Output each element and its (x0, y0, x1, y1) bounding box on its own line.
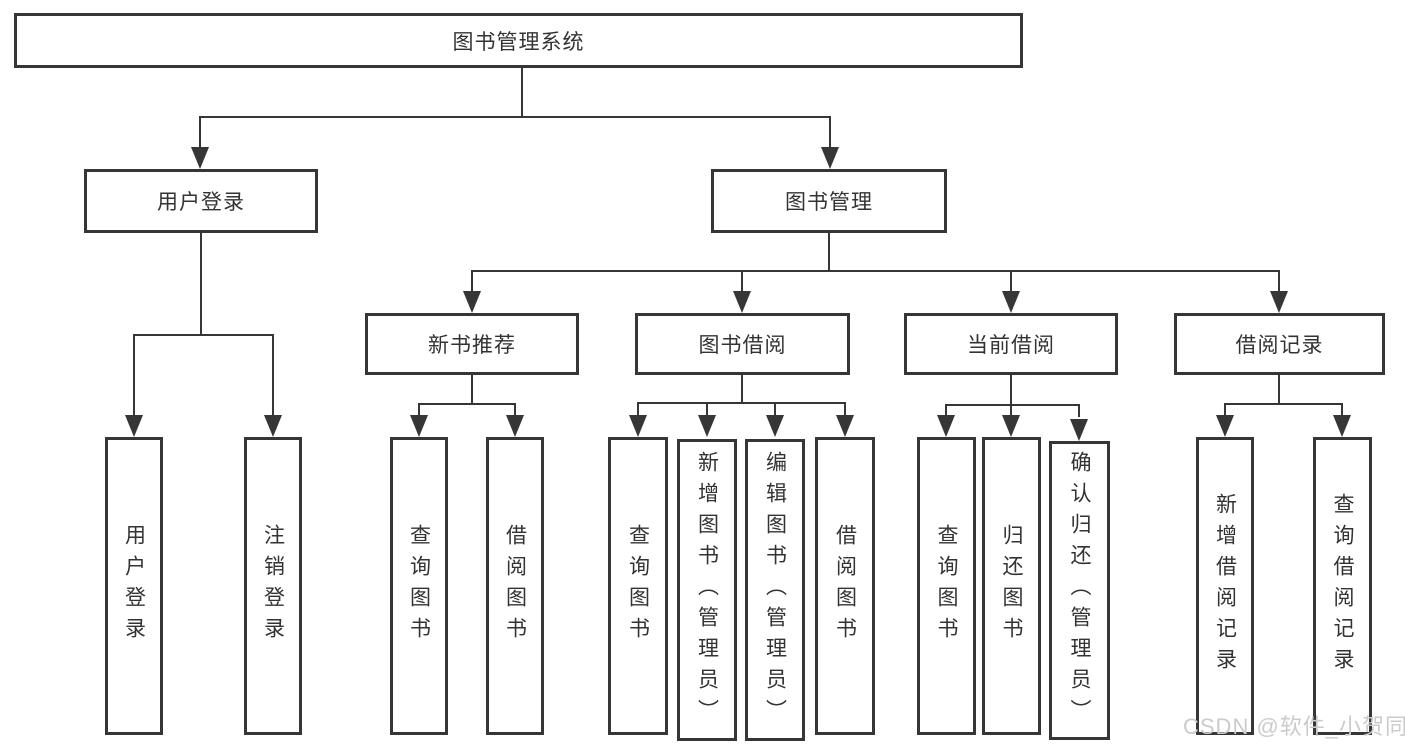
arrow-down-icon (191, 147, 209, 169)
connector-borrow-bar (637, 402, 846, 404)
connector-drop (945, 404, 947, 417)
connector-drop (1224, 403, 1226, 417)
csdn-watermark: CSDN @软件_小贺同学 (1183, 714, 1405, 739)
connector-records-stub (1278, 375, 1280, 405)
arrow-down-icon (1070, 419, 1088, 441)
node-label: 新增借阅记录 (1213, 493, 1237, 679)
node-book-borrow: 图书借阅 (635, 313, 850, 375)
arrow-down-icon (1216, 415, 1234, 437)
leaf-query-book-2: 查询图书 (608, 437, 668, 735)
node-label: 查询借阅记录 (1331, 493, 1354, 679)
arrow-down-icon (821, 147, 839, 169)
node-root-system: 图书管理系统 (14, 13, 1023, 68)
arrow-down-icon (766, 415, 784, 437)
node-label: 新增图书（管理员） (695, 450, 719, 730)
node-label: 用户登录 (157, 191, 245, 214)
node-borrow-records: 借阅记录 (1174, 313, 1385, 375)
node-label: 归还图书 (1000, 524, 1023, 648)
connector-drop (272, 334, 274, 416)
arrow-down-icon (1002, 291, 1020, 313)
connector-userlogin-stub (200, 233, 202, 335)
node-label: 借阅图书 (833, 524, 857, 648)
connector-drop (844, 402, 846, 417)
leaf-confirm-return-admin: 确认归还（管理员） (1049, 441, 1110, 740)
connector-drop (637, 402, 639, 417)
leaf-return-book: 归还图书 (982, 437, 1041, 735)
node-current-borrow: 当前借阅 (904, 313, 1118, 375)
connector-level2-bar (199, 116, 831, 118)
node-book-management: 图书管理 (711, 169, 947, 233)
node-user-login: 用户登录 (84, 169, 318, 233)
connector-drop (1010, 270, 1012, 292)
connector-records-bar (1224, 403, 1343, 405)
connector-drop (706, 402, 708, 417)
connector-userlogin-bar (133, 334, 274, 336)
connector-drop (133, 334, 135, 416)
node-new-book-recommend: 新书推荐 (365, 313, 579, 375)
node-label: 查询图书 (626, 524, 650, 648)
arrow-down-icon (733, 291, 751, 313)
node-label: 借阅图书 (503, 524, 527, 648)
leaf-edit-book-admin: 编辑图书（管理员） (745, 439, 805, 741)
connector-drop (418, 403, 420, 417)
node-label: 编辑图书（管理员） (763, 450, 787, 730)
node-label: 确认归还（管理员） (1068, 451, 1091, 730)
arrow-down-icon (125, 415, 143, 437)
connector-drop (1078, 404, 1080, 417)
node-label: 图书借阅 (698, 334, 787, 357)
leaf-borrow-book-1: 借阅图书 (486, 437, 544, 735)
arrow-down-icon (1333, 415, 1351, 437)
connector-current-bar (945, 404, 1080, 406)
node-label: 图书管理 (785, 191, 873, 214)
leaf-user-login: 用户登录 (105, 437, 163, 735)
arrow-down-icon (1270, 291, 1288, 313)
node-label: 新书推荐 (428, 334, 516, 357)
node-label: 当前借阅 (967, 334, 1055, 357)
leaf-query-book-1: 查询图书 (390, 437, 448, 735)
connector-drop (1010, 404, 1012, 417)
leaf-query-borrow-record: 查询借阅记录 (1313, 437, 1372, 735)
connector-drop (1278, 270, 1280, 292)
connector-level3-bar (471, 270, 1280, 272)
node-label: 查询图书 (935, 524, 958, 648)
connector-drop (471, 270, 473, 292)
arrow-down-icon (506, 415, 524, 437)
node-label: 借阅记录 (1235, 334, 1324, 357)
connector-bookmgmt-stub (828, 233, 830, 272)
connector-current-stub (1010, 375, 1012, 406)
arrow-down-icon (937, 415, 955, 437)
connector-newbook-bar (418, 403, 516, 405)
leaf-add-book-admin: 新增图书（管理员） (677, 439, 737, 741)
connector-drop (774, 402, 776, 417)
node-label: 注销登录 (261, 524, 285, 648)
leaf-query-book-3: 查询图书 (917, 437, 976, 735)
connector-newbook-stub (471, 375, 473, 405)
arrow-down-icon (698, 415, 716, 437)
node-label: 查询图书 (407, 524, 431, 648)
connector-borrow-stub (741, 375, 743, 404)
leaf-logout: 注销登录 (244, 437, 302, 735)
arrow-down-icon (410, 415, 428, 437)
arrow-down-icon (629, 415, 647, 437)
node-label: 图书管理系统 (452, 30, 585, 54)
connector-drop (199, 116, 201, 148)
arrow-down-icon (836, 415, 854, 437)
connector-drop (1341, 403, 1343, 417)
connector-drop (741, 270, 743, 292)
leaf-borrow-book-2: 借阅图书 (815, 437, 875, 735)
connector-root-stub (521, 68, 523, 118)
node-label: 用户登录 (122, 524, 146, 648)
connector-drop (829, 116, 831, 148)
arrow-down-icon (264, 415, 282, 437)
leaf-add-borrow-record: 新增借阅记录 (1196, 437, 1254, 735)
arrow-down-icon (1002, 415, 1020, 437)
arrow-down-icon (463, 291, 481, 313)
connector-drop (514, 403, 516, 417)
